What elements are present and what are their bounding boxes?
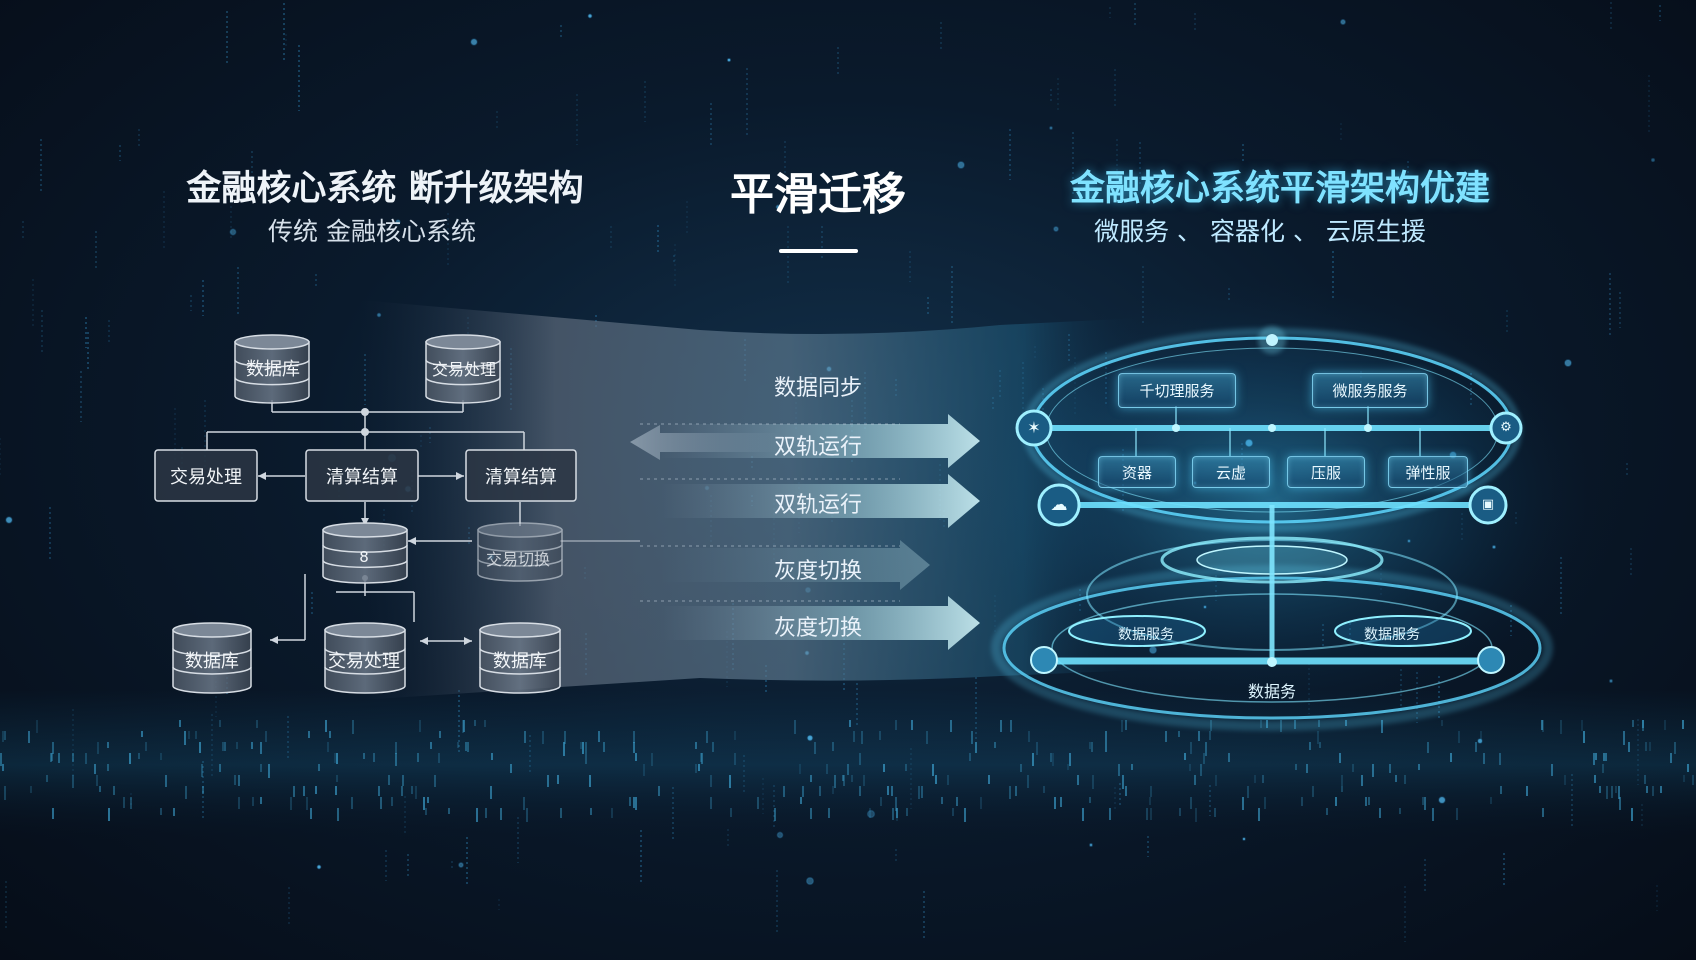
service-mid-3: 压服 (1287, 456, 1365, 488)
step-data-sync: 数据同步 (773, 376, 863, 401)
database-cylinder (324, 622, 406, 694)
right-title: 金融核心系统平滑架构优建 (1069, 169, 1491, 209)
node-settlement-2: 清算结算 (485, 466, 557, 488)
service-top-left: 千切理服务 (1118, 373, 1236, 408)
database-cylinder (234, 334, 310, 404)
step-dual-run-2: 双轨运行 (773, 493, 863, 518)
left-subtitle: 传统 金融核心系统 (268, 217, 476, 246)
device-icon: ▣ (1481, 497, 1495, 512)
node-database-top: 数据库 (246, 359, 300, 380)
step-dual-run-1: 双轨运行 (773, 435, 863, 460)
cloud-server-icon: ☁ (1050, 495, 1068, 515)
node-transaction-bottom: 交易处理 (328, 651, 400, 672)
service-mid-4: 弹性服 (1388, 456, 1468, 488)
database-cylinder (425, 334, 501, 404)
data-service-right: 数据服务 (1364, 627, 1420, 643)
center-title-underline (779, 249, 858, 253)
node-transaction-switch: 交易切换 (485, 550, 550, 569)
node-cylinder-mid: 8 (359, 548, 369, 566)
center-title: 平滑迁移 (730, 169, 906, 220)
right-subtitle: 微服务 、 容器化 、 云原生援 (1094, 217, 1426, 246)
database-cylinder (172, 622, 252, 694)
service-mid-2: 云虚 (1192, 456, 1270, 488)
step-gray-switch-2: 灰度切换 (773, 616, 863, 641)
node-database-bottom-right: 数据库 (493, 651, 547, 672)
node-database-bottom-left: 数据库 (185, 651, 239, 672)
step-gray-switch-1: 灰度切换 (773, 559, 863, 584)
node-transaction-mid: 交易处理 (170, 466, 242, 488)
service-top-right: 微服务服务 (1312, 373, 1428, 408)
node-transaction-top: 交易处理 (431, 360, 496, 379)
left-title: 金融核心系统 断升级架构 (186, 169, 584, 209)
database-cylinder (477, 522, 563, 582)
data-service-left: 数据服务 (1118, 627, 1174, 643)
node-settlement-1: 清算结算 (326, 466, 398, 488)
service-mid-1: 资器 (1098, 456, 1176, 488)
database-cylinder (479, 622, 561, 694)
database-cylinder (322, 522, 408, 584)
star-icon: ✶ (1027, 418, 1041, 437)
gear-icon: ⚙ (1500, 420, 1512, 435)
data-base-label: 数据务 (1247, 682, 1297, 701)
